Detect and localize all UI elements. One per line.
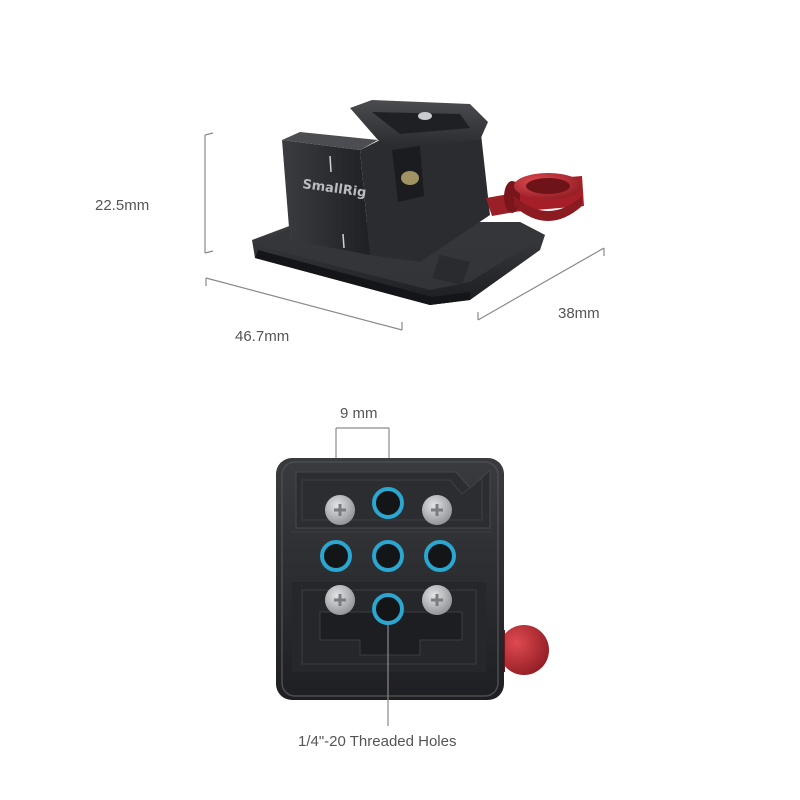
product-3d-view: SmallRig — [252, 100, 584, 305]
clamp-body: SmallRig — [282, 100, 490, 262]
width-dimension — [205, 277, 403, 331]
red-lock-knob — [486, 173, 584, 221]
threaded-hole — [424, 540, 456, 572]
depth-dimension — [477, 247, 605, 321]
threaded-hole — [372, 487, 404, 519]
height-dimension — [204, 132, 214, 254]
holes-callout-label: 1/4"-20 Threaded Holes — [298, 733, 456, 750]
screw-bottom-right — [422, 585, 452, 615]
screw-bottom-left — [325, 585, 355, 615]
threaded-hole — [372, 593, 404, 625]
threaded-hole — [372, 540, 404, 572]
screw-top-left — [325, 495, 355, 525]
height-label: 22.5mm — [95, 197, 149, 214]
screw-top-right — [422, 495, 452, 525]
spacing-label: 9 mm — [340, 405, 378, 422]
width-label: 46.7mm — [235, 328, 289, 345]
red-knob-bottom — [499, 625, 549, 675]
threaded-hole — [320, 540, 352, 572]
dimension-lines — [204, 132, 605, 331]
bottom-plate-view: 9 mm — [276, 405, 549, 750]
depth-label: 38mm — [558, 305, 600, 322]
